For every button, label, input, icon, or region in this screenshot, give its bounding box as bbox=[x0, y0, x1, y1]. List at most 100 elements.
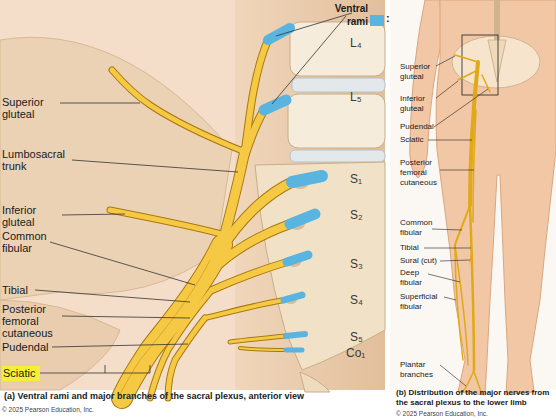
nerve bbox=[205, 300, 284, 318]
ventral-ramus bbox=[286, 348, 302, 353]
nerve-label: Tibial bbox=[400, 243, 440, 253]
vertebra-label: S₃ bbox=[350, 257, 380, 271]
spine-region bbox=[235, 0, 385, 390]
leader-line bbox=[72, 160, 238, 172]
leader-line bbox=[440, 170, 474, 171]
leader-lines bbox=[424, 56, 488, 386]
leader-line bbox=[60, 103, 140, 104]
caption: (b) Distribution of the major nerves fro… bbox=[396, 388, 556, 408]
nerve-label: Inferior gluteal bbox=[400, 94, 440, 114]
nerve-label: Pudendal bbox=[400, 122, 450, 132]
leader-line bbox=[428, 140, 472, 141]
leader-line bbox=[35, 290, 190, 302]
leader-line bbox=[436, 56, 455, 66]
leader-line bbox=[436, 81, 458, 98]
caption: (a) Ventral rami and major branches of t… bbox=[4, 391, 388, 402]
nerve bbox=[168, 318, 205, 398]
nerve-label: Posterior femoral cutaneous bbox=[400, 158, 444, 188]
legend-text: Ventral rami bbox=[322, 2, 368, 28]
nerve-label: Sural (cut) bbox=[400, 256, 450, 266]
nerve-label: Lumbosacral trunk bbox=[2, 148, 72, 172]
vertebra-label: S₄ bbox=[350, 293, 380, 307]
nerve-label: Superficial fibular bbox=[400, 292, 446, 312]
ventral-ramus bbox=[268, 28, 290, 40]
nerve bbox=[473, 110, 476, 222]
bracket bbox=[105, 365, 150, 373]
nerve-label: Posterior femoral cutaneous bbox=[2, 303, 64, 339]
nerve bbox=[240, 348, 286, 350]
nerve-label: Sciatic bbox=[400, 135, 450, 145]
vertebra-label: Co₁ bbox=[346, 346, 380, 360]
leader-line bbox=[62, 316, 190, 318]
nerve bbox=[112, 70, 245, 152]
intervertebral-disc bbox=[290, 150, 385, 162]
sacrum bbox=[488, 40, 506, 82]
ventral-ramus bbox=[264, 100, 286, 110]
leader-line bbox=[428, 274, 460, 282]
vertebra-l4 bbox=[290, 22, 385, 76]
ventral-ramus bbox=[286, 334, 305, 336]
leader-line bbox=[40, 373, 105, 374]
vertebra-label: S₅ bbox=[350, 330, 380, 344]
nerve-label: Deep fibular bbox=[400, 268, 430, 288]
ventral-rami bbox=[264, 28, 322, 350]
nerve-label: Tibial bbox=[2, 284, 62, 296]
legend-swatch bbox=[370, 15, 384, 26]
leader-line bbox=[424, 248, 471, 249]
ischium bbox=[0, 300, 120, 390]
leader-line bbox=[432, 229, 462, 230]
nerve bbox=[230, 336, 286, 342]
leader-line bbox=[52, 344, 188, 347]
leader-line bbox=[50, 242, 195, 285]
copyright: © 2025 Pearson Education, Inc. bbox=[2, 406, 202, 414]
vertebra-label: L₄ bbox=[350, 36, 380, 50]
sciatic-division-line bbox=[118, 260, 210, 398]
vertebra-label: L₅ bbox=[350, 90, 380, 104]
leader-line bbox=[272, 16, 346, 104]
nerve bbox=[110, 210, 225, 235]
vertebra-label: S₁ bbox=[350, 172, 380, 186]
nerve bbox=[212, 262, 287, 290]
leader-line bbox=[62, 214, 125, 215]
ventral-ramus bbox=[287, 255, 308, 262]
leader-line bbox=[444, 297, 456, 300]
leg-nerves bbox=[455, 55, 490, 394]
nerve bbox=[455, 55, 478, 62]
leader-line bbox=[276, 13, 352, 36]
leader-line bbox=[440, 260, 470, 261]
nerve-outlines bbox=[110, 40, 292, 398]
nerve bbox=[212, 262, 287, 290]
ventral-ramus bbox=[292, 176, 322, 182]
nerve bbox=[110, 210, 225, 235]
nerve bbox=[240, 348, 286, 350]
legend-colon: : bbox=[386, 12, 394, 24]
nerve-label: Superior gluteal bbox=[400, 62, 440, 82]
nerve-label: Common fibular bbox=[2, 230, 62, 254]
nerve-label: Pudendal bbox=[2, 341, 62, 353]
body-silhouette bbox=[436, 0, 556, 395]
pelvis bbox=[452, 36, 540, 88]
nerve bbox=[455, 245, 463, 360]
coccyx bbox=[300, 372, 330, 392]
nerve bbox=[482, 75, 490, 92]
nerve bbox=[470, 250, 472, 262]
nerve-label: Superior gluteal bbox=[2, 96, 62, 120]
nerve bbox=[458, 70, 478, 80]
inset-frame bbox=[462, 35, 498, 95]
leader-line bbox=[440, 365, 466, 386]
copyright: © 2025 Pearson Education, Inc. bbox=[396, 410, 556, 418]
nerve bbox=[230, 336, 286, 342]
sacral-foramina bbox=[285, 177, 309, 304]
intervertebral-disc bbox=[292, 78, 385, 92]
nerve-label: Sciatic bbox=[3, 366, 39, 381]
ventral-ramus bbox=[284, 295, 302, 300]
leader-lines bbox=[35, 13, 352, 373]
ventral-ramus bbox=[290, 214, 315, 224]
vertebra-l5 bbox=[288, 94, 385, 148]
nerve bbox=[455, 245, 468, 365]
nerve bbox=[112, 70, 245, 152]
nerve-label: Plantar branches bbox=[400, 360, 440, 380]
